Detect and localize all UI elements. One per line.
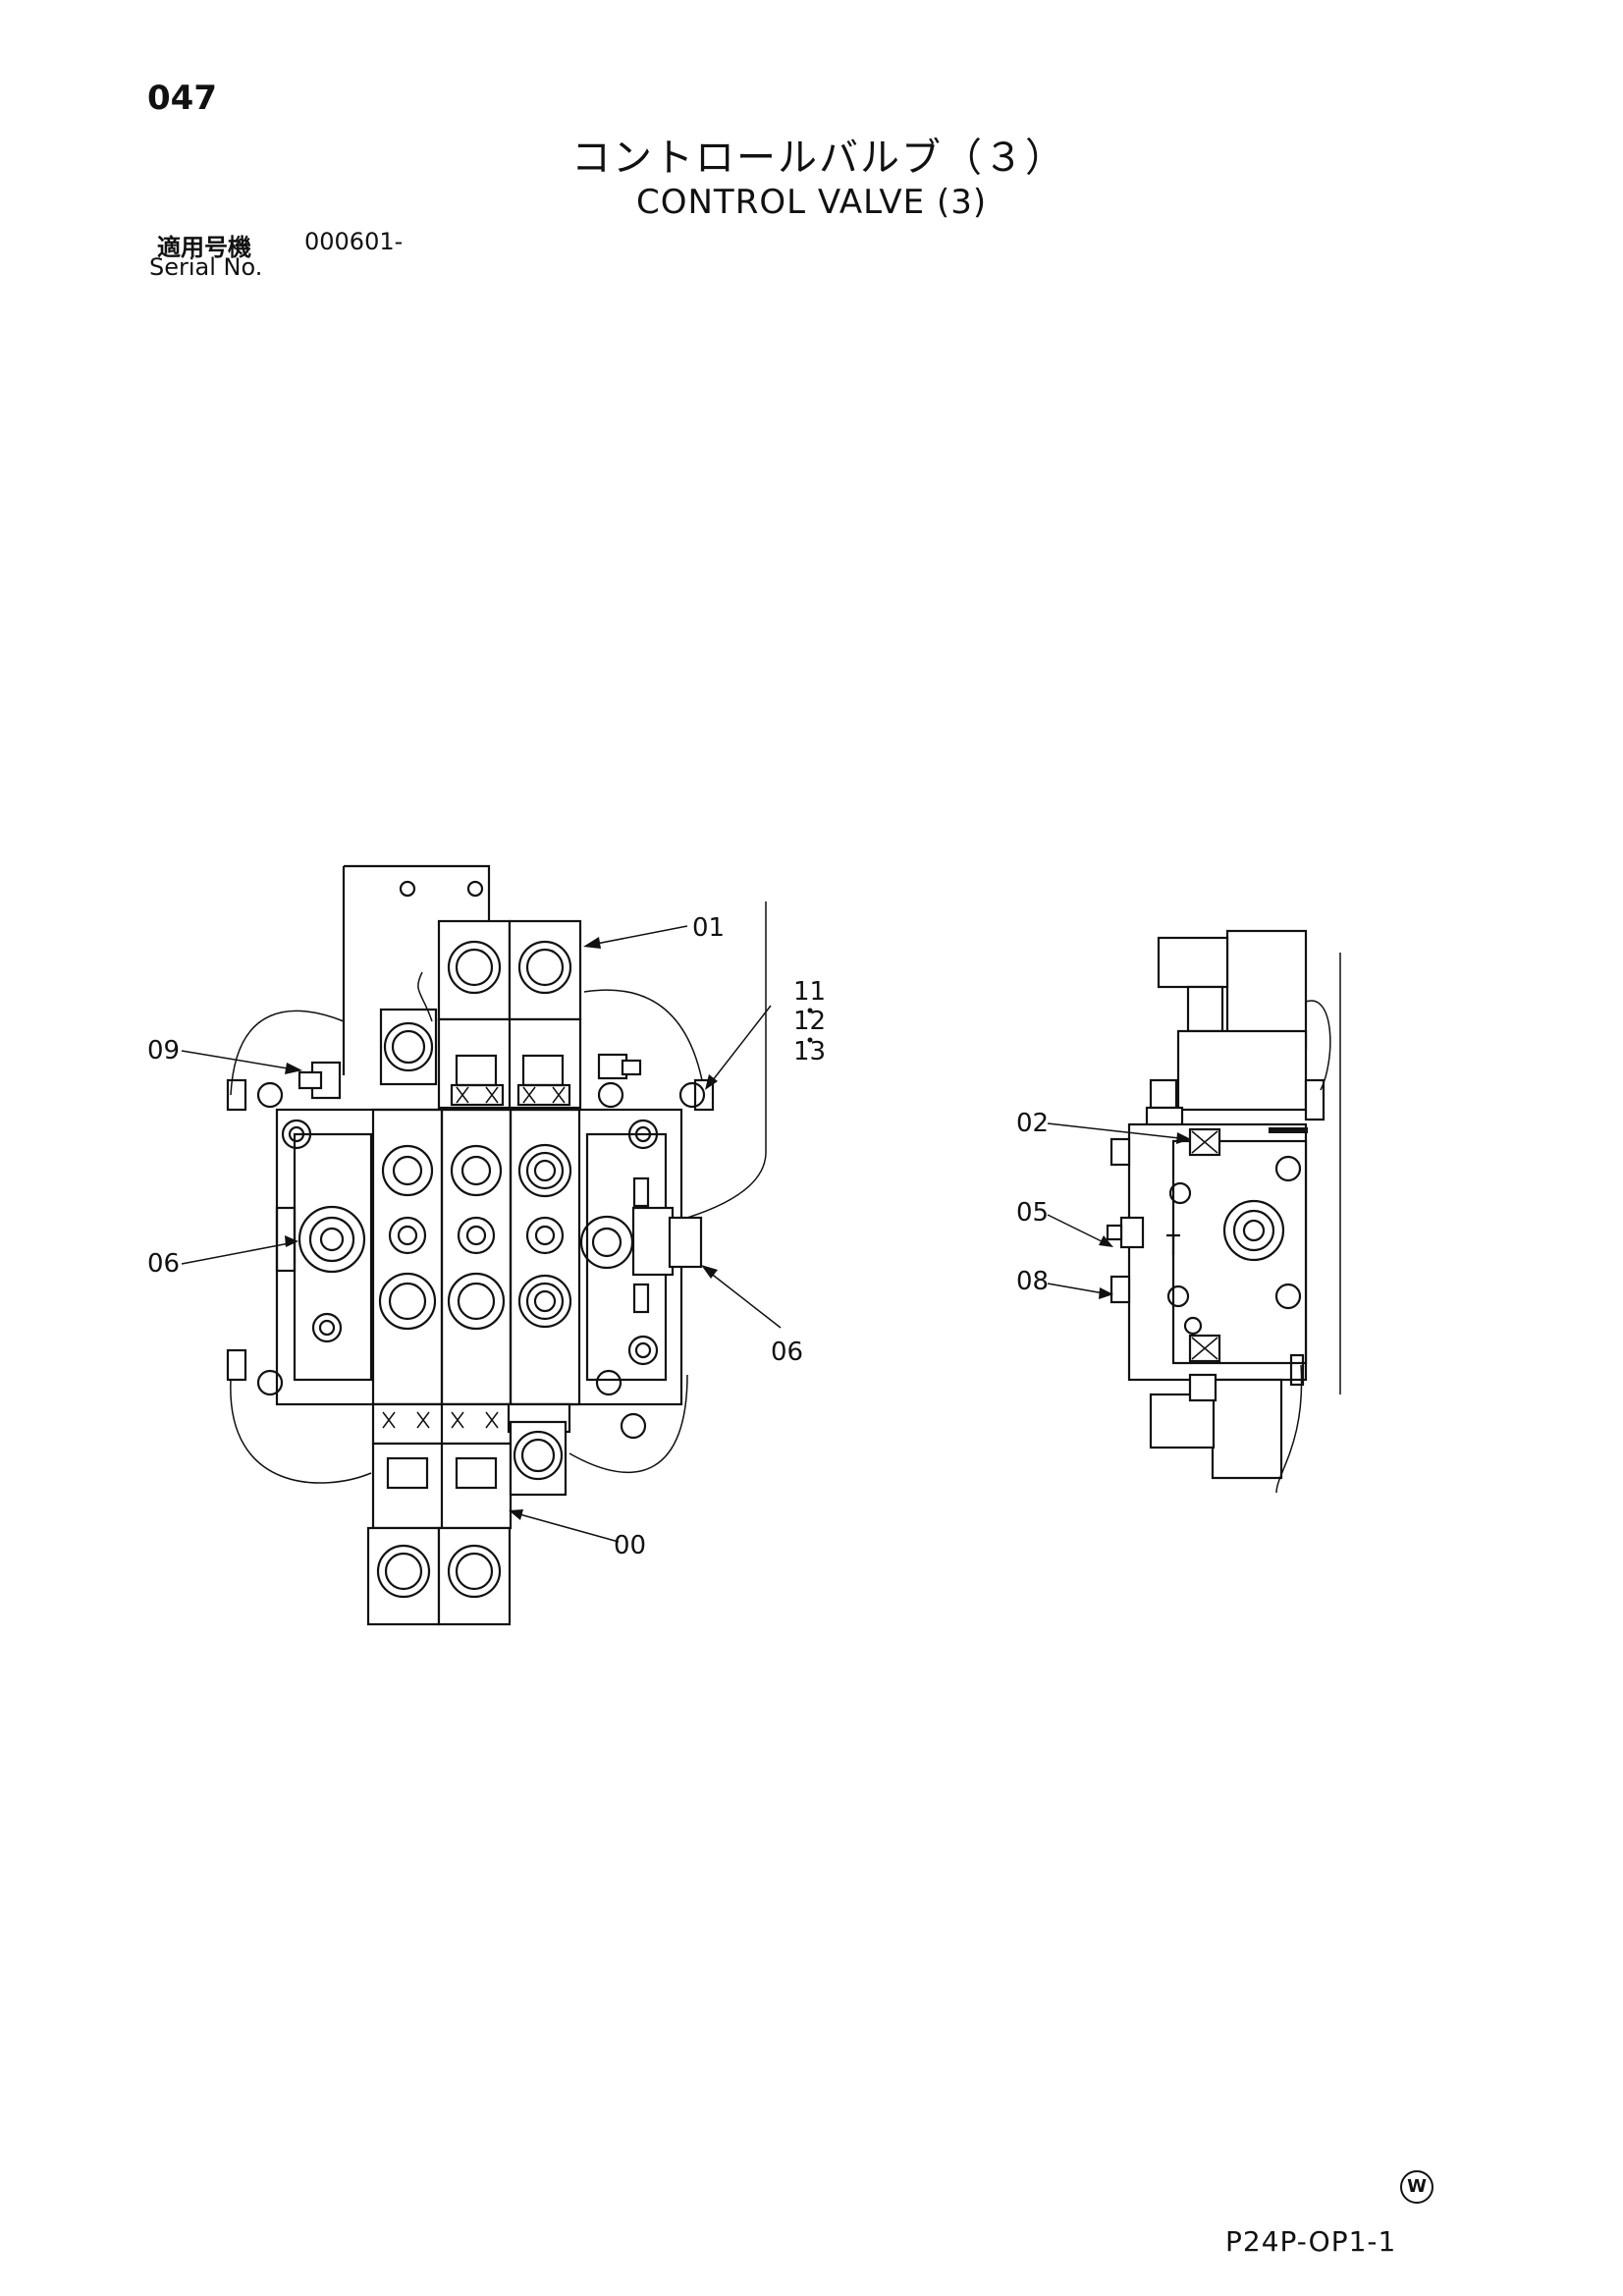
callout-01: 01 <box>692 913 725 943</box>
callout-06-left: 06 <box>147 1249 180 1279</box>
callout-06-right: 06 <box>771 1338 803 1367</box>
callout-02: 02 <box>1016 1109 1049 1138</box>
title-english: CONTROL VALVE (3) <box>636 183 988 222</box>
front-view <box>226 864 767 1626</box>
page-number: 047 <box>147 79 217 118</box>
watermark-mark: W <box>1400 2170 1434 2204</box>
callout-05: 05 <box>1016 1198 1049 1228</box>
serial-label-japanese: 適用号機 <box>157 234 251 261</box>
drawing-code: P24P-OP1-1 <box>1225 2225 1397 2258</box>
title-japanese: コントロールバルブ（３） <box>571 136 1066 181</box>
serial-label-english: Serial No. <box>149 253 263 281</box>
callout-00: 00 <box>614 1531 646 1560</box>
callout-11: 11 <box>793 977 826 1007</box>
callout-09: 09 <box>147 1036 180 1066</box>
side-view <box>1106 929 1341 1494</box>
leader-lines <box>181 925 1191 1543</box>
serial-number-value: 000601- <box>304 228 404 255</box>
callout-08: 08 <box>1016 1267 1049 1296</box>
